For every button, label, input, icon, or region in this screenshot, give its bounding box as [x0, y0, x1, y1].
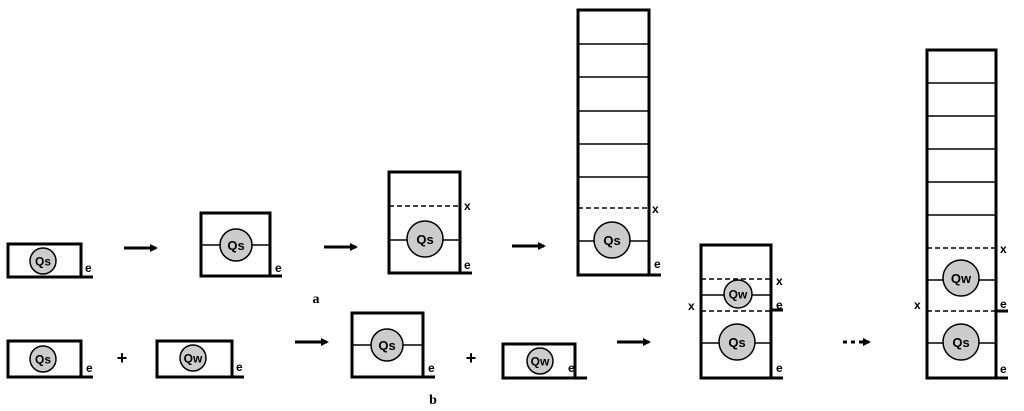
e-label: e — [428, 361, 435, 375]
qs-circle — [370, 328, 404, 362]
panel-b-caption: b — [429, 393, 437, 408]
qw-label: Qw — [729, 288, 748, 302]
b-stage-final-stack: Qw Qs x e x e — [914, 48, 1008, 380]
panel-a-caption: a — [313, 292, 320, 307]
qw-circle — [526, 347, 554, 375]
e-label: e — [85, 261, 92, 275]
plus-sign: + — [117, 348, 128, 368]
a-stage-3-unit: Qs x e — [387, 170, 472, 275]
x-label: x — [1000, 242, 1007, 256]
b-stage-1-qs-unit: Qs e — [6, 339, 93, 379]
x-label: x — [464, 199, 471, 213]
qw-label: Qw — [951, 271, 972, 286]
x-label: x — [688, 299, 695, 313]
qs-label: Qs — [728, 335, 745, 350]
qs-label: Qs — [35, 255, 51, 269]
e-label: e — [776, 298, 783, 312]
qw-circle — [723, 279, 753, 309]
qs-circle — [942, 323, 980, 361]
qs-circle — [29, 247, 57, 275]
e-label: e — [654, 257, 661, 271]
x-label: x — [652, 202, 659, 216]
e-label: e — [236, 360, 243, 374]
b-stage-1-qw-unit: Qw e — [155, 339, 244, 379]
qs-circle — [593, 221, 631, 259]
qs-label: Qs — [378, 338, 395, 353]
qs-label: Qs — [416, 232, 433, 247]
e-label: e — [464, 258, 471, 272]
qw-circle — [942, 259, 980, 297]
e-label: e — [86, 361, 93, 375]
b-stage-3-merged-stack: Qw Qs x e x e — [688, 243, 783, 380]
qs-label: Qs — [603, 233, 620, 248]
qs-circle — [718, 323, 756, 361]
qs-label: Qs — [35, 353, 51, 367]
qs-circle — [219, 228, 253, 262]
qs-circle — [29, 345, 57, 373]
e-label: e — [1000, 297, 1007, 311]
b-stage-2-qs-unit: Qs e — [350, 311, 435, 379]
b-stage-2-qw-unit: Qw e — [501, 342, 587, 380]
x-label: x — [914, 298, 921, 312]
qs-circle — [406, 220, 444, 258]
a-stage-4-stack: Qs x e — [576, 8, 661, 277]
qw-circle — [179, 344, 207, 372]
e-label: e — [1000, 362, 1007, 376]
qs-label: Qs — [227, 238, 244, 253]
qw-label: Qw — [531, 355, 550, 369]
e-label: e — [776, 361, 783, 375]
a-stage-2-unit: Qs e — [199, 211, 282, 278]
e-label: e — [568, 361, 575, 375]
a-stage-1-unit: Qs e — [6, 242, 93, 279]
qw-label: Qw — [184, 352, 203, 366]
qs-label: Qs — [952, 335, 969, 350]
x-label: x — [776, 274, 783, 288]
e-label: e — [275, 261, 282, 275]
plus-sign: + — [466, 348, 477, 368]
